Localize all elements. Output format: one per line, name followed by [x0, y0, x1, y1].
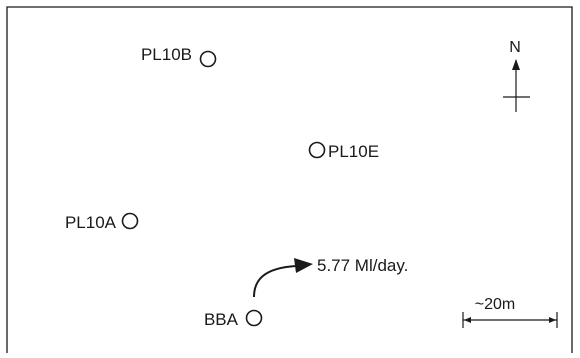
well-marker-bba: [245, 309, 263, 327]
scale-bar: ~20m: [462, 296, 558, 328]
north-label: N: [509, 39, 521, 56]
well-bba: BBA: [204, 309, 263, 329]
well-marker-pl10e: [308, 141, 326, 159]
well-marker-pl10b: [199, 50, 217, 68]
flow-arrow-head: [294, 258, 313, 273]
flow-arrow-curve: [253, 265, 297, 298]
well-pl10e: PL10E: [308, 141, 379, 161]
scale-bar-left-arrow: [464, 317, 471, 323]
well-pl10a: PL10A: [65, 212, 139, 232]
well-pl10b: PL10B: [141, 45, 217, 68]
map-frame: [6, 6, 573, 353]
well-label-pl10a: PL10A: [65, 213, 117, 232]
north-arrow-head: [512, 59, 520, 70]
scale-bar-right-arrow: [549, 317, 556, 323]
north-arrow-icon: N: [503, 39, 530, 112]
scale-bar-label: ~20m: [475, 296, 515, 313]
well-label-bba: BBA: [204, 310, 239, 329]
well-marker-pl10a: [121, 212, 139, 230]
well-label-pl10e: PL10E: [328, 142, 379, 161]
flow-rate-label: 5.77 Ml/day.: [317, 256, 408, 275]
well-label-pl10b: PL10B: [141, 45, 192, 64]
flow-arrow: 5.77 Ml/day.: [253, 256, 408, 298]
